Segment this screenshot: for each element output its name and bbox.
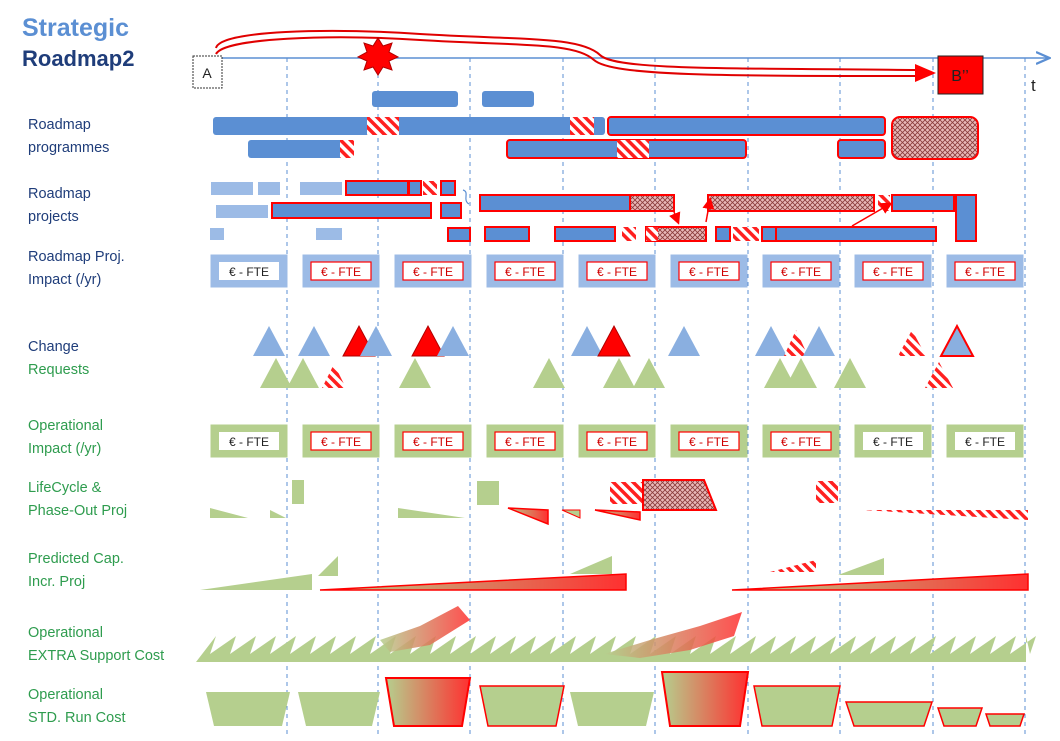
proj-impact-box-label: € - FTE: [873, 265, 913, 279]
row-label-line: Predicted Cap.: [28, 551, 124, 567]
row-label-line: Roadmap Proj.: [28, 249, 125, 265]
row-label-line: STD. Run Cost: [28, 710, 126, 726]
proj-impact-box-inner: [402, 261, 464, 281]
row-label-line: Impact (/yr): [28, 441, 102, 457]
start-label: A: [202, 65, 212, 81]
end-box: [937, 55, 984, 95]
proj-impact-box-inner: [862, 261, 924, 281]
row-label-line: Incr. Proj: [28, 574, 86, 590]
change-request-triangles: [253, 323, 975, 388]
proj-impact-box-inner: [770, 261, 832, 281]
transition-arrow: [215, 29, 919, 77]
proj-impact-box-inner: [310, 261, 372, 281]
row-label-line: LifeCycle &: [28, 480, 102, 496]
op-impact-box-label: € - FTE: [321, 435, 361, 449]
op-impact-box-inner: [770, 431, 832, 451]
op-impact-box-inner: [310, 431, 372, 451]
start-box: [192, 55, 223, 89]
row-label-line: Requests: [28, 362, 90, 378]
row-label-line: Change: [28, 339, 79, 355]
lifecycle-shapes: [210, 479, 1028, 526]
row-label-line: Roadmap: [28, 117, 91, 133]
run-cost-trapezoids: [206, 671, 1026, 727]
row-label-line: Operational: [28, 687, 103, 703]
disruption-star-icon: [356, 37, 400, 76]
row-label-programmes: Roadmap programmes: [28, 114, 109, 160]
row-label-projects: Roadmap projects: [28, 183, 91, 229]
row-label-proj-impact: Roadmap Proj. Impact (/yr): [28, 246, 125, 292]
operational-impact-boxes: € - FTE € - FTE € - FTE € - FTE € - FTE € - F…: [210, 424, 1024, 458]
transition-arrowhead: [915, 64, 936, 82]
op-impact-box-inner: [678, 431, 740, 451]
proj-impact-box-label: € - FTE: [597, 265, 637, 279]
row-label-line: programmes: [28, 140, 110, 156]
op-impact-box-label: € - FTE: [689, 435, 729, 449]
page-subtitle: Roadmap2: [22, 46, 135, 71]
proj-impact-box-label: € - FTE: [781, 265, 821, 279]
proj-impact-box-inner: [678, 261, 740, 281]
proj-impact-box-label: € - FTE: [689, 265, 729, 279]
row-label-line: Roadmap: [28, 186, 91, 202]
proj-impact-box-label: € - FTE: [413, 265, 453, 279]
op-impact-box-label: € - FTE: [781, 435, 821, 449]
extra-support-sawtooth: [196, 606, 1036, 662]
proj-impact-box-label: € - FTE: [505, 265, 545, 279]
op-impact-box-label: € - FTE: [873, 435, 913, 449]
proj-impact-box-label: € - FTE: [229, 265, 269, 279]
project-bars: [210, 180, 977, 242]
row-label-line: Phase-Out Proj: [28, 503, 128, 519]
end-label: B’’: [951, 68, 969, 85]
proj-impact-box-label: € - FTE: [321, 265, 361, 279]
op-impact-box-label: € - FTE: [505, 435, 545, 449]
row-label-line: Operational: [28, 418, 103, 434]
axis-t-label: t: [1031, 76, 1036, 95]
op-impact-box-inner: [402, 431, 464, 451]
capacity-wedges: [200, 556, 1029, 591]
op-impact-box-label: € - FTE: [413, 435, 453, 449]
op-impact-box-inner: [863, 432, 923, 450]
op-impact-box-inner: [586, 431, 648, 451]
proj-impact-box-inner: [219, 262, 279, 280]
op-impact-box-label: € - FTE: [597, 435, 637, 449]
proj-impact-box-inner: [954, 261, 1016, 281]
proj-impact-box-label: € - FTE: [965, 265, 1005, 279]
row-label-line: projects: [28, 209, 79, 225]
row-label-line: EXTRA Support Cost: [28, 648, 165, 664]
row-label-lifecycle: LifeCycle & Phase-Out Proj: [28, 477, 127, 523]
op-impact-box-inner: [955, 432, 1015, 450]
programme-bars: [213, 91, 979, 160]
proj-impact-box-inner: [494, 261, 556, 281]
row-label-line: Impact (/yr): [28, 272, 102, 288]
page-title: Strategic: [22, 14, 129, 42]
op-impact-box-inner: [494, 431, 556, 451]
project-impact-boxes: € - FTE € - FTE € - FTE € - FTE € - FTE € - F…: [210, 254, 1024, 288]
time-gridlines: [286, 58, 1026, 735]
op-impact-box-label: € - FTE: [965, 435, 1005, 449]
proj-impact-box-inner: [586, 261, 648, 281]
row-label-line: Operational: [28, 625, 103, 641]
row-label-capacity: Predicted Cap. Incr. Proj: [28, 548, 124, 594]
op-impact-box-label: € - FTE: [229, 435, 269, 449]
op-impact-box-inner: [219, 432, 279, 450]
